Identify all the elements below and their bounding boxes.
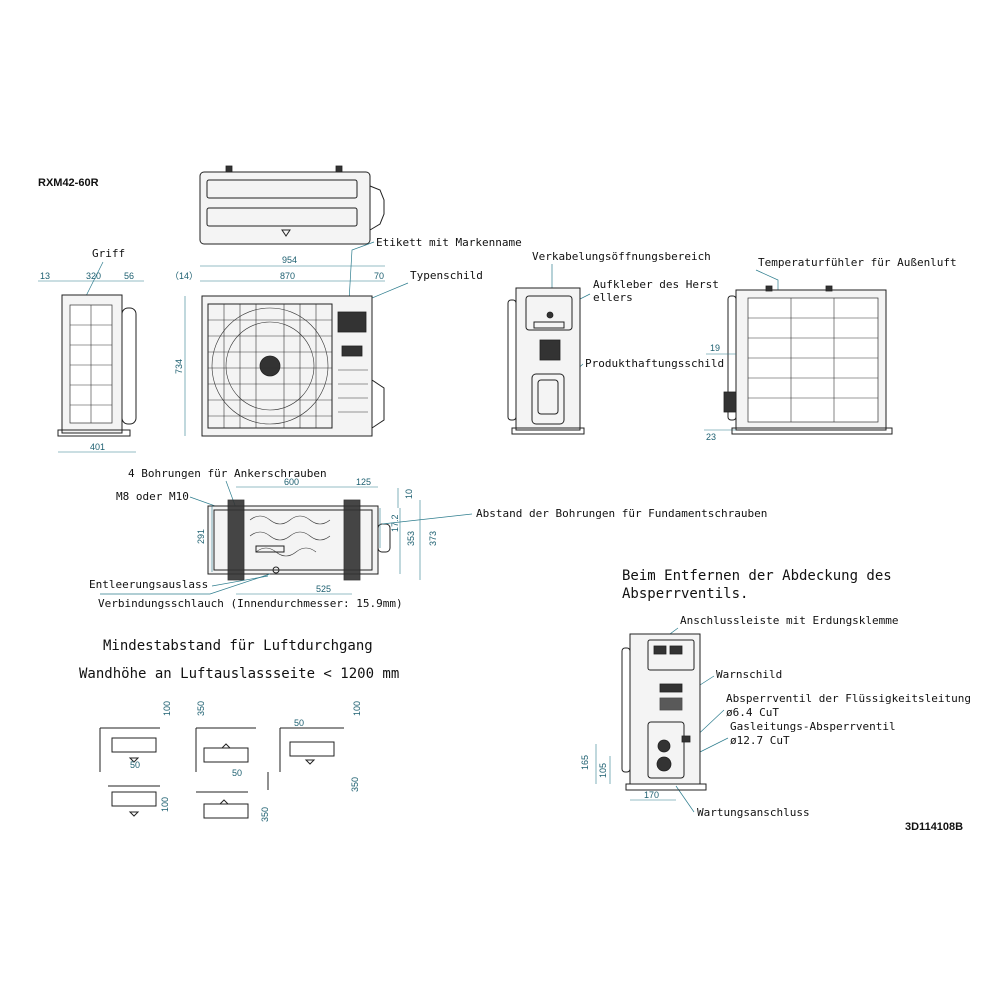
clearance-50-c: 50 xyxy=(294,718,304,728)
dim-170: 170 xyxy=(644,790,659,800)
clearance-350-b: 350 xyxy=(260,807,270,822)
dim-353: 353 xyxy=(406,531,416,546)
wandhoehe-title: Wandhöhe an Luftauslassseite < 1200 mm xyxy=(79,666,399,682)
aufkleber-label-line1: Aufkleber des Herst xyxy=(593,278,719,291)
valve-section: Beim Entfernen der Abdeckung des Absperr… xyxy=(580,568,971,819)
rear-view: Verkabelungsöffnungsbereich Aufkleber de… xyxy=(507,250,724,435)
dim-70: 70 xyxy=(374,271,384,281)
bohrungen-label: 4 Bohrungen für Ankerschrauben xyxy=(128,467,327,480)
dim-56: 56 xyxy=(124,271,134,281)
griff-label: Griff xyxy=(92,247,125,260)
dim-125: 125 xyxy=(356,477,371,487)
mindestabstand-title: Mindestabstand für Luftdurchgang xyxy=(103,638,373,654)
dim-291: 291 xyxy=(196,529,206,544)
anschlussleiste-label: Anschlussleiste mit Erdungsklemme xyxy=(680,614,899,627)
dim-373: 373 xyxy=(428,531,438,546)
dim-165: 165 xyxy=(580,755,590,770)
dim-19: 19 xyxy=(710,343,720,353)
dim-172: 17.2 xyxy=(390,514,400,532)
clearance-50-a: 50 xyxy=(130,760,140,770)
verbindung-label: Verbindungsschlauch (Innendurchmesser: 1… xyxy=(98,597,403,610)
abstand-bohrungen-label: Abstand der Bohrungen für Fundamentschra… xyxy=(476,507,767,520)
dim-14: （14） xyxy=(170,271,198,281)
typenschild-label: Typenschild xyxy=(410,269,483,282)
dim-870: 870 xyxy=(280,271,295,281)
verkabelung-label: Verkabelungsöffnungsbereich xyxy=(532,250,711,263)
clearance-section: Mindestabstand für Luftdurchgang Wandhöh… xyxy=(79,638,399,822)
clearance-100-b: 100 xyxy=(160,797,170,812)
etikett-label: Etikett mit Markenname xyxy=(376,236,522,249)
abdeckung-line2: Absperrventils. xyxy=(622,586,748,602)
dim-525: 525 xyxy=(316,584,331,594)
clearance-100-c: 100 xyxy=(352,701,362,716)
dim-23: 23 xyxy=(706,432,716,442)
absperr-fluessig-label: Absperrventil der Flüssigkeitsleitung xyxy=(726,692,971,705)
dia-127-label: ø12.7 CuT xyxy=(730,734,790,747)
clearance-100-a: 100 xyxy=(162,701,172,716)
dim-320: 320 xyxy=(86,271,101,281)
aufkleber-label-line2: ellers xyxy=(593,291,633,304)
dim-954: 954 xyxy=(282,255,297,265)
side-view: Griff 13 320 56 401 xyxy=(38,247,144,453)
temperatur-label: Temperaturfühler für Außenluft xyxy=(758,256,957,269)
wartung-label: Wartungsanschluss xyxy=(697,806,810,819)
clearance-350-c: 350 xyxy=(350,777,360,792)
clearance-350-a: 350 xyxy=(196,701,206,716)
right-side-view: Temperaturfühler für Außenluft 19 23 xyxy=(704,256,957,442)
gasleitung-label: Gasleitungs-Absperrventil xyxy=(730,720,896,733)
dim-105: 105 xyxy=(598,763,608,778)
clearance-50-b: 50 xyxy=(232,768,242,778)
dim-600: 600 xyxy=(284,477,299,487)
abdeckung-line1: Beim Entfernen der Abdeckung des xyxy=(622,568,892,584)
warnschild-label: Warnschild xyxy=(716,668,782,681)
document-id: 3D114108B xyxy=(905,821,963,833)
produkthaftung-label: Produkthaftungsschild xyxy=(585,357,724,370)
dim-401: 401 xyxy=(90,442,105,452)
top-view xyxy=(199,165,385,245)
bottom-view: 4 Bohrungen für Ankerschrauben M8 oder M… xyxy=(89,467,767,610)
dim-10: 10 xyxy=(404,489,414,499)
dim-13: 13 xyxy=(40,271,50,281)
model-title: RXM42-60R xyxy=(38,177,99,189)
m8-label: M8 oder M10 xyxy=(116,490,189,503)
entleerung-label: Entleerungsauslass xyxy=(89,578,208,591)
dia-64-label: ø6.4 CuT xyxy=(726,706,779,719)
dim-734: 734 xyxy=(174,359,184,374)
front-view: Etikett mit Markenname Typenschild 954 （… xyxy=(170,236,522,437)
